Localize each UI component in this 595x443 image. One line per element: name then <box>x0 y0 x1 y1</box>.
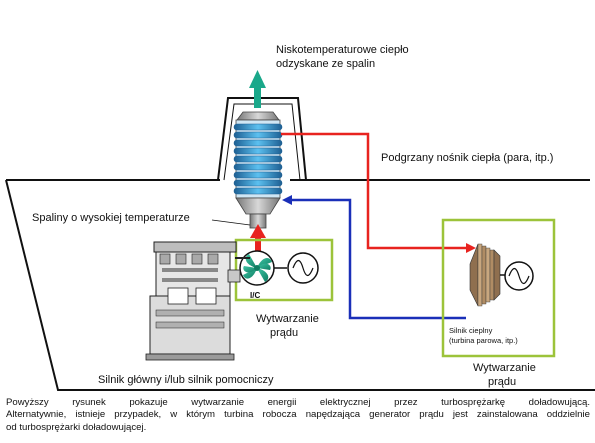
heated-medium-arrowhead <box>466 243 476 253</box>
heating-coil <box>233 123 283 195</box>
hot-exhaust-arrow <box>250 224 266 256</box>
hot-exhaust-pointer <box>211 219 251 226</box>
turbocharger-fan-icon <box>239 250 275 286</box>
heat-engine-label-line1: Silnik cieplny <box>449 326 493 335</box>
heat-engine-box <box>441 218 556 358</box>
ship-hull-outline <box>5 179 595 391</box>
heat-engine-label-line2: (turbina parowa, itp.) <box>449 336 518 345</box>
exhaust-outlet-arrow <box>249 70 266 108</box>
funnel <box>217 97 307 181</box>
main-engine-illustration <box>145 241 250 361</box>
caption-line-3: od turbosprężarki doładowującej. <box>6 421 147 433</box>
caption-line-2: Alternatywnie, istnieje przypadek, w któ… <box>6 409 590 421</box>
return-arrowhead <box>282 195 292 205</box>
ic-label: I/C <box>250 291 261 300</box>
power-gen-right-label-line2: prądu <box>488 376 517 388</box>
power-gen-right-label-line1: Wytwarzanie <box>473 362 536 374</box>
return-pipe <box>292 198 466 320</box>
main-engine-label: Silnik główny i/lub silnik pomocniczy <box>98 374 274 386</box>
heated-medium-label: Podgrzany nośnik ciepła (para, itp.) <box>381 152 554 164</box>
exhaust-gas-boiler <box>233 111 283 229</box>
right-generator-icon <box>504 261 534 291</box>
heated-medium-pipe <box>281 132 466 250</box>
low-temp-heat-label-line2: odzyskane ze spalin <box>276 58 376 70</box>
low-temp-heat-label-line1: Niskotemperaturowe ciepło <box>276 44 409 56</box>
figure-caption: Powyższy rysunek pokazuje wytwarzanie en… <box>6 397 590 434</box>
steam-turbine-icon <box>469 243 506 307</box>
caption-line-1: Powyższy rysunek pokazuje wytwarzanie en… <box>6 397 590 408</box>
power-gen-left-label-line1: Wytwarzanie <box>256 313 319 325</box>
left-generator-icon <box>287 252 319 284</box>
power-gen-left-label-line2: prądu <box>270 327 299 339</box>
hot-exhaust-label: Spaliny o wysokiej temperaturze <box>32 212 190 224</box>
